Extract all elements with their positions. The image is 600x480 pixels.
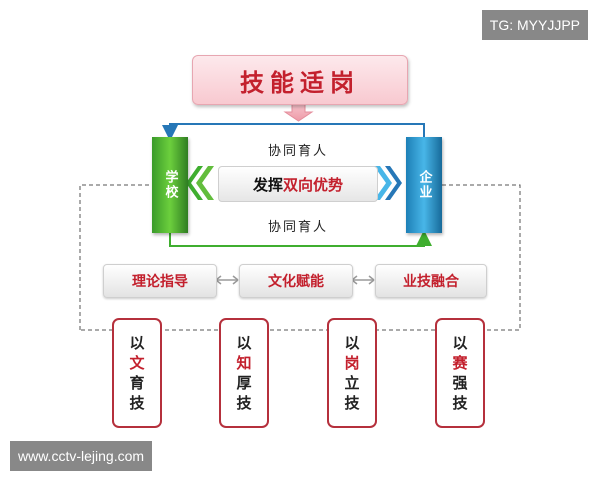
- bottom-label: 协同育人: [267, 220, 328, 235]
- column-box-3: 以 岗 立 技: [327, 318, 377, 428]
- left-chevron-icon-2: [186, 166, 203, 200]
- col3-char4: 技: [344, 394, 360, 412]
- pill-industry: 业技融合: [375, 264, 487, 298]
- col2-char2: 知: [236, 354, 252, 372]
- title-down-arrow: [283, 102, 314, 122]
- col1-char3: 育: [129, 374, 145, 392]
- col3-char1: 以: [344, 334, 360, 352]
- pill-industry-label: 业技融合: [403, 274, 459, 290]
- column-box-1: 以 文 育 技: [112, 318, 162, 428]
- column-box-2: 以 知 厚 技: [219, 318, 269, 428]
- left-chevron-icon: [196, 166, 214, 200]
- col4-char2: 赛: [452, 354, 468, 372]
- blue-top-arrow: [162, 123, 425, 141]
- col3-char2: 岗: [344, 354, 360, 372]
- col4-char4: 技: [452, 394, 468, 412]
- column-box-4: 以 赛 强 技: [435, 318, 485, 428]
- col2-char3: 厚: [236, 374, 252, 392]
- col4-char1: 以: [452, 334, 468, 352]
- title-text: 技能适岗: [240, 68, 360, 97]
- pill-culture-label: 文化赋能: [268, 274, 324, 290]
- top-label: 协同育人: [267, 144, 328, 159]
- title-box: 技能适岗: [192, 55, 408, 105]
- watermark-bottom-left: www.cctv-lejing.com: [10, 441, 153, 471]
- green-bottom-arrow: [169, 230, 432, 247]
- pill-culture: 文化赋能: [239, 264, 353, 298]
- right-chevron-icon: [374, 166, 392, 200]
- enterprise-label: 企业: [416, 170, 432, 200]
- school-label: 学校: [162, 170, 178, 200]
- pill-theory-label: 理论指导: [132, 274, 188, 290]
- col2-char1: 以: [236, 334, 252, 352]
- school-box: 学校: [152, 137, 188, 233]
- center-bar: 发挥双向优势: [218, 166, 378, 202]
- enterprise-box: 企业: [406, 137, 442, 233]
- watermark-top-right: TG: MYYJJPP: [481, 10, 588, 40]
- col4-char3: 强: [452, 374, 468, 392]
- pill-theory: 理论指导: [103, 264, 217, 298]
- center-text-2: 双向优势: [283, 175, 344, 194]
- col1-char2: 文: [129, 354, 145, 372]
- right-chevron-icon-2: [385, 166, 402, 200]
- col3-char3: 立: [344, 374, 360, 392]
- col2-char4: 技: [236, 394, 252, 412]
- col1-char4: 技: [129, 394, 145, 412]
- dashed-frame: [79, 184, 521, 331]
- center-text-1: 发挥: [252, 175, 283, 194]
- col1-char1: 以: [129, 334, 145, 352]
